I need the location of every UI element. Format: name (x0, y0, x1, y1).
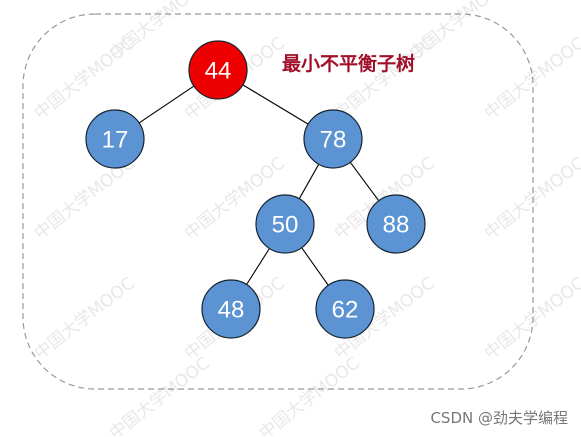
tree-node: 50 (255, 194, 315, 254)
unbalanced-root-circle (188, 40, 248, 100)
watermark-text: 中国大学MOOC (406, 0, 514, 64)
watermark-text: 中国大学MOOC (31, 273, 139, 363)
node-circle (303, 109, 363, 169)
tree-edge (298, 164, 320, 199)
tree-node: 44 (188, 40, 248, 100)
tree-edge (349, 161, 380, 202)
node-label: 88 (383, 212, 410, 239)
watermark-text: 中国大学MOOC (481, 273, 581, 363)
tree-edge (301, 247, 329, 286)
watermark-text: 中国大学MOOC (106, 353, 214, 437)
node-circle (255, 194, 315, 254)
tree-node: 88 (366, 194, 426, 254)
node-circle (315, 279, 375, 339)
nodes-layer: 44 17 78 50 88 48 62 (85, 40, 426, 339)
node-circle (366, 194, 426, 254)
node-label: 62 (332, 297, 359, 324)
watermark-text: 中国大学MOOC (481, 153, 581, 243)
edges-layer (138, 84, 380, 286)
tree-node: 17 (85, 109, 145, 169)
tree-edge (242, 84, 309, 125)
tree-edge (246, 248, 270, 285)
node-label: 44 (205, 58, 232, 85)
tree-node: 48 (201, 279, 261, 339)
node-circle (85, 109, 145, 169)
tree-node: 62 (315, 279, 375, 339)
node-label: 50 (272, 212, 299, 239)
node-circle (201, 279, 261, 339)
node-label: 17 (102, 127, 129, 154)
csdn-credit: CSDN @劲夫学编程 (430, 409, 568, 427)
subtree-frame (22, 13, 534, 390)
node-label: 78 (320, 127, 347, 154)
watermark-text: 中国大学MOOC (256, 353, 364, 437)
watermark-text: 中国大学MOOC (481, 33, 581, 123)
unbalanced-subtree-caption: 最小不平衡子树 (282, 52, 415, 75)
tree-edge (138, 85, 195, 124)
tree-node: 78 (303, 109, 363, 169)
node-label: 48 (218, 297, 245, 324)
